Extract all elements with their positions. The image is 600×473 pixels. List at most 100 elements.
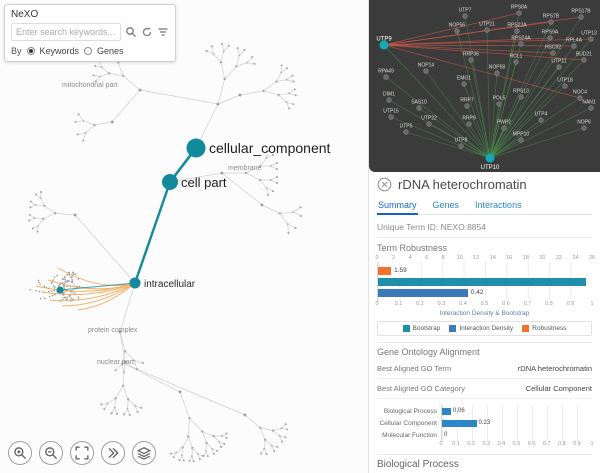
radio-genes[interactable] — [84, 47, 93, 55]
label-intracellular: intracellular — [144, 279, 196, 290]
network-node-utp5[interactable] — [403, 129, 409, 135]
tree-dot — [123, 360, 127, 364]
network-node-nop14[interactable] — [423, 68, 429, 74]
tree-branch — [287, 223, 296, 229]
tree-dot — [300, 215, 303, 217]
network-node-rps13[interactable] — [518, 94, 524, 100]
network-node-label: RPS9A — [542, 30, 559, 36]
network-node-utp11[interactable] — [556, 64, 562, 70]
network-node-rrp9[interactable] — [466, 121, 472, 127]
node-intracellular[interactable] — [129, 277, 141, 289]
network-node-rrp36[interactable] — [468, 57, 474, 63]
tree-dot — [28, 219, 31, 222]
layers-button[interactable] — [132, 441, 156, 465]
network-node-emg1[interactable] — [461, 81, 467, 87]
network-node-utp4[interactable] — [538, 117, 544, 123]
network-node-utp21[interactable] — [484, 27, 490, 33]
reset-icon[interactable] — [140, 26, 153, 39]
tree-dot — [63, 276, 66, 279]
node-cellular-component[interactable] — [186, 138, 206, 158]
zoom-out-button[interactable] — [39, 441, 63, 465]
network-node-rps7b[interactable] — [548, 19, 554, 25]
network-node-rps9a[interactable] — [547, 35, 553, 41]
network-node-bud21[interactable] — [581, 57, 587, 63]
tree-branch — [37, 225, 39, 232]
network-node-nop58[interactable] — [494, 70, 500, 76]
tree-dot — [40, 191, 42, 193]
search-input[interactable] — [11, 23, 121, 41]
network-node-utp18[interactable] — [562, 83, 568, 89]
radio-keywords[interactable] — [26, 47, 35, 55]
label-protein-complex: protein complex — [88, 327, 138, 334]
axis-tick: 26 — [588, 255, 596, 261]
tab-summary[interactable]: Summary — [377, 197, 418, 215]
network-node-utp8[interactable] — [458, 143, 464, 149]
tree-dot — [253, 62, 256, 65]
network-node-pol5[interactable] — [496, 101, 502, 107]
network-node-utp7[interactable] — [462, 13, 468, 19]
network-node-rcl1[interactable] — [513, 59, 519, 65]
network-node-label: RPS13 — [513, 89, 529, 95]
tab-genes[interactable]: Genes — [432, 200, 460, 210]
details-tabs: Summary Genes Interactions — [377, 197, 592, 215]
node-cluster-term[interactable] — [56, 286, 64, 294]
tree-dot — [94, 80, 97, 83]
tree-branch — [279, 436, 283, 442]
tree-branch — [182, 436, 189, 448]
expand-tree-button[interactable] — [101, 441, 125, 465]
network-node-nop56[interactable] — [454, 28, 460, 34]
network-node-hsc82[interactable] — [550, 50, 556, 56]
tree-branch — [134, 405, 138, 413]
tree-dot — [29, 206, 32, 209]
tree-dot — [36, 230, 39, 233]
network-node-label: UTP10 — [481, 165, 500, 171]
network-node-rps24a[interactable] — [518, 41, 524, 47]
network-edge — [489, 107, 592, 159]
network-node-pwp2[interactable] — [501, 125, 507, 131]
network-node-rpl4a[interactable] — [571, 43, 577, 49]
tree-branch — [223, 45, 230, 52]
network-node-rpa49[interactable] — [383, 74, 389, 80]
tree-dot — [286, 428, 289, 431]
network-node-utp15[interactable] — [388, 114, 394, 120]
network-node-rps17b[interactable] — [578, 14, 584, 20]
network-edge — [466, 105, 491, 159]
network-node-nan1[interactable] — [588, 105, 594, 111]
network-node-rps22a[interactable] — [514, 28, 520, 34]
network-node-label: EMG1 — [457, 76, 471, 82]
go-bar-value: 0.06 — [453, 408, 465, 414]
tree-dot — [39, 283, 41, 285]
ontology-tree-pane[interactable]: cellular_component cell part intracellul… — [0, 0, 368, 473]
network-node-label: RPS22A — [507, 23, 527, 29]
network-node-rps8a[interactable] — [516, 10, 522, 16]
node-cell-part[interactable] — [162, 174, 178, 190]
axis-tick: 2 — [392, 255, 396, 261]
network-node-label: NOP14 — [418, 63, 435, 69]
tree-dot — [39, 297, 42, 300]
network-node-rrp7[interactable] — [464, 103, 470, 109]
tab-interactions[interactable]: Interactions — [475, 200, 522, 210]
search-icon[interactable] — [124, 26, 137, 39]
network-node-utp9[interactable] — [379, 40, 389, 50]
network-node-utp13[interactable] — [588, 36, 594, 42]
tree-dot — [192, 460, 195, 463]
network-node-utp10[interactable] — [485, 153, 495, 163]
go-alignment-title: Gene Ontology Alignment — [377, 347, 480, 357]
close-icon[interactable] — [377, 177, 392, 192]
network-node-noc4[interactable] — [577, 95, 583, 101]
filter-icon[interactable] — [156, 26, 169, 39]
fit-to-screen-button[interactable] — [70, 441, 94, 465]
zoom-in-button[interactable] — [8, 441, 32, 465]
network-node-nop6[interactable] — [581, 125, 587, 131]
network-node-sas10[interactable] — [416, 105, 422, 111]
tree-branch — [261, 204, 281, 214]
tree-branch — [99, 73, 109, 77]
tree-branch — [42, 212, 56, 220]
network-node-dim1[interactable] — [386, 97, 392, 103]
tree-branch — [266, 187, 274, 192]
network-node-mpp10[interactable] — [518, 137, 524, 143]
network-node-utp22[interactable] — [426, 121, 432, 127]
